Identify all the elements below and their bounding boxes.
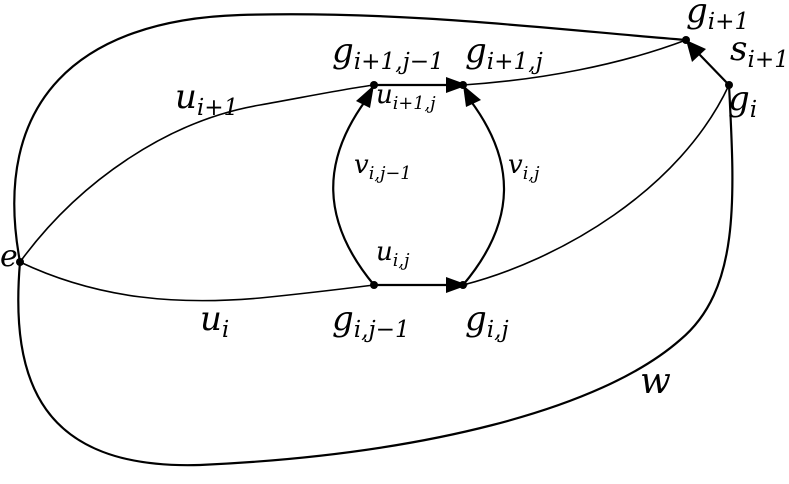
label-u-i-j: ui,j [376, 237, 410, 271]
label-g-i: gi [728, 79, 757, 123]
vertex-g-i-jm1 [370, 281, 378, 289]
label-g-next-jm1: gi+1,j−1 [332, 31, 444, 75]
label-u-next: ui+1 [175, 77, 238, 121]
label-g-i-j: gi,j [465, 299, 509, 343]
vertex-e [16, 258, 24, 266]
edge-v-i-jm1 [332, 98, 376, 287]
vertex-g-next-j [459, 81, 467, 89]
edge-s-next [698, 53, 731, 87]
edge-w [17, 83, 734, 467]
arrowhead-s-next [686, 40, 706, 62]
label-g-i-jm1: gi,j−1 [332, 299, 410, 343]
edge-gnextj-to-gnext [462, 39, 687, 86]
edge-u-i [19, 261, 375, 302]
edge-v-i-j [461, 98, 506, 287]
edge-gij-to-gi [462, 84, 730, 286]
label-w: w [640, 361, 671, 402]
vertex-g-next-jm1 [370, 81, 378, 89]
vertex-g-next [682, 36, 690, 44]
arrowhead-u-next-j [446, 77, 468, 93]
label-e: e [0, 239, 18, 274]
label-s-next: si+1 [730, 29, 789, 73]
label-v-i-jm1: vi,j−1 [354, 150, 412, 184]
label-u-i: ui [200, 299, 229, 343]
label-g-next: gi+1 [686, 0, 749, 35]
arrowhead-u-i-j [446, 277, 468, 293]
arrowhead-v-i-j [463, 85, 481, 107]
edge-u-next [19, 84, 375, 263]
edge-outer-top [13, 13, 688, 264]
vertex-g-i-j [459, 281, 467, 289]
arrowhead-v-i-jm1 [356, 85, 374, 108]
label-v-i-j: vi,j [508, 150, 540, 184]
label-g-next-j: gi+1,j [465, 31, 543, 75]
vertex-g-i [725, 81, 733, 89]
label-u-next-j: ui+1,j [376, 80, 436, 114]
